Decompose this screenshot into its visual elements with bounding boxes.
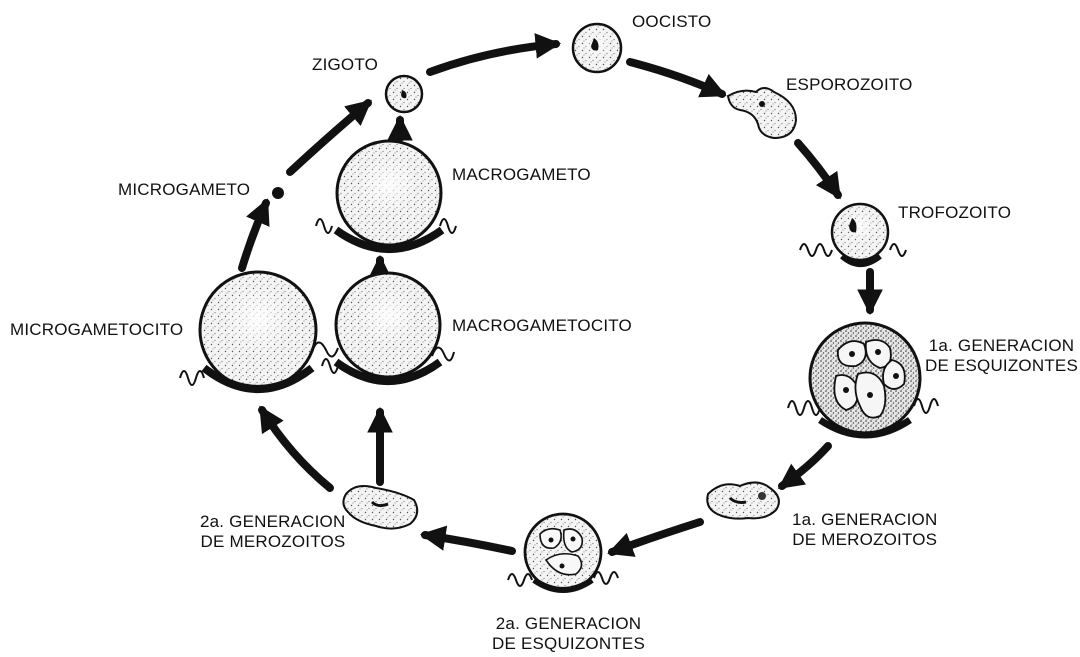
arrow-microgametocito-to-microgameto [242, 203, 266, 268]
label-esquizontes-2-line2: DE ESQUIZONTES [492, 634, 645, 654]
label-esporozoito: ESPOROZOITO [786, 75, 913, 95]
microgametocito-cell [180, 272, 338, 389]
merozoitos-1-cell [707, 482, 779, 518]
label-oocisto: OOCISTO [632, 12, 712, 32]
label-microgameto: MICROGAMETO [118, 180, 250, 200]
label-zigoto: ZIGOTO [312, 55, 378, 75]
arrow-esporozoito-to-trofozoito [798, 143, 838, 195]
macrogameto-cell [316, 141, 456, 249]
label-merozoitos-1-line1: 1a. GENERACION [792, 510, 937, 530]
label-macrogameto: MACROGAMETO [452, 165, 591, 185]
arrow-oocisto-to-esporozoito [630, 62, 722, 94]
label-esquizontes-1: 1a. GENERACION DE ESQUIZONTES [925, 336, 1078, 376]
esquizontes-2-cell [508, 514, 618, 590]
label-merozoitos-2-line1: 2a. GENERACION [200, 512, 345, 532]
merozoitos-2-cell [343, 486, 417, 529]
esquizontes-1-cell [788, 323, 938, 435]
label-esquizontes-1-line2: DE ESQUIZONTES [925, 356, 1078, 376]
label-merozoitos-2-line2: DE MEROZOITOS [200, 532, 345, 552]
macrogametocito-cell [322, 273, 454, 381]
arrow-merozoitos-2-to-microgametocito [262, 410, 330, 488]
oocisto-cell [573, 24, 621, 72]
label-macrogametocito: MACROGAMETOCITO [452, 316, 632, 336]
label-merozoitos-1: 1a. GENERACION DE MEROZOITOS [792, 510, 937, 550]
zigoto-cell [386, 76, 422, 112]
arrow-esquizontes-1-to-merozoitos-1 [782, 446, 828, 486]
microgameto-cell [272, 187, 284, 199]
label-merozoitos-2: 2a. GENERACION DE MEROZOITOS [200, 512, 345, 552]
label-microgametocito: MICROGAMETOCITO [10, 320, 183, 340]
arrow-esquizontes-2-to-merozoitos-2 [425, 535, 512, 551]
label-esquizontes-2-line1: 2a. GENERACION [492, 614, 645, 634]
label-esquizontes-2: 2a. GENERACION DE ESQUIZONTES [492, 614, 645, 654]
arrow-merozoitos-1-to-esquizontes-2 [612, 522, 700, 552]
label-trofozoito: TROFOZOITO [898, 203, 1011, 223]
label-merozoitos-1-line2: DE MEROZOITOS [792, 530, 937, 550]
label-esquizontes-1-line1: 1a. GENERACION [925, 336, 1078, 356]
trofozoito-cell [800, 204, 906, 264]
arrow-zigoto-to-oocisto [430, 44, 556, 72]
esporozoito-cell [728, 88, 796, 138]
